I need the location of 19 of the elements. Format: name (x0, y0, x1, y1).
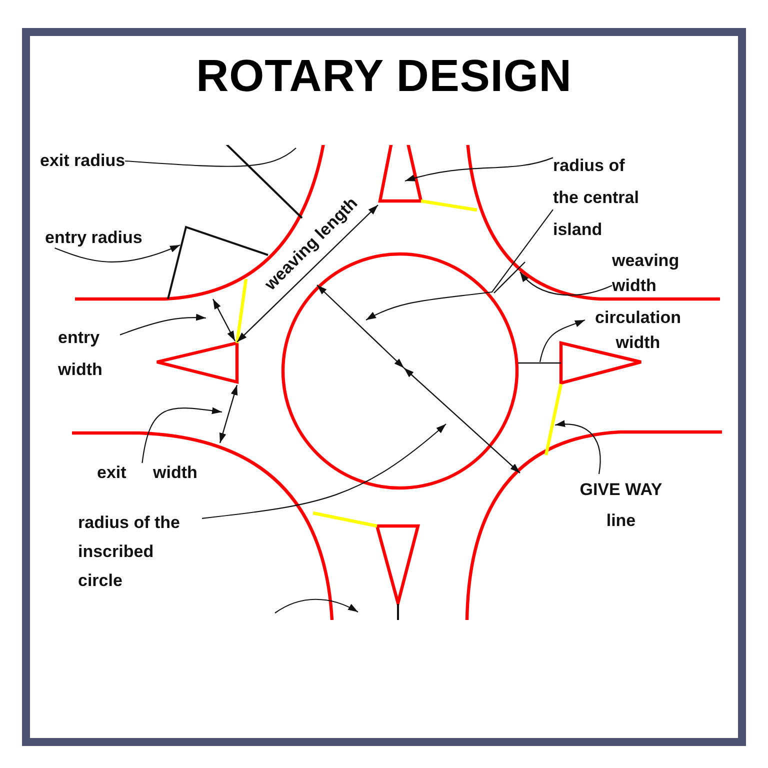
leader-line (539, 319, 586, 362)
callout-label: exit width (97, 463, 198, 483)
leader-line (142, 407, 222, 464)
leader-line (125, 148, 296, 167)
callout-label: radius of the inscribed circle (78, 508, 202, 595)
callout-label: entry width (58, 322, 120, 386)
callout-label: circulation width (585, 305, 691, 355)
leader-line (554, 420, 601, 474)
callout-label: weaving width (612, 248, 692, 298)
leader-line (54, 244, 180, 262)
leader-line (120, 314, 206, 336)
leader-line (366, 209, 554, 320)
leader-line (520, 272, 612, 296)
leader-line (202, 424, 446, 519)
callout-label: exit radius (40, 151, 126, 171)
callout-label: GIVE WAY line (566, 474, 676, 536)
leader-line (404, 157, 554, 182)
title: ROTARY DESIGN (196, 50, 572, 102)
callout-label: entry radius (45, 228, 142, 248)
